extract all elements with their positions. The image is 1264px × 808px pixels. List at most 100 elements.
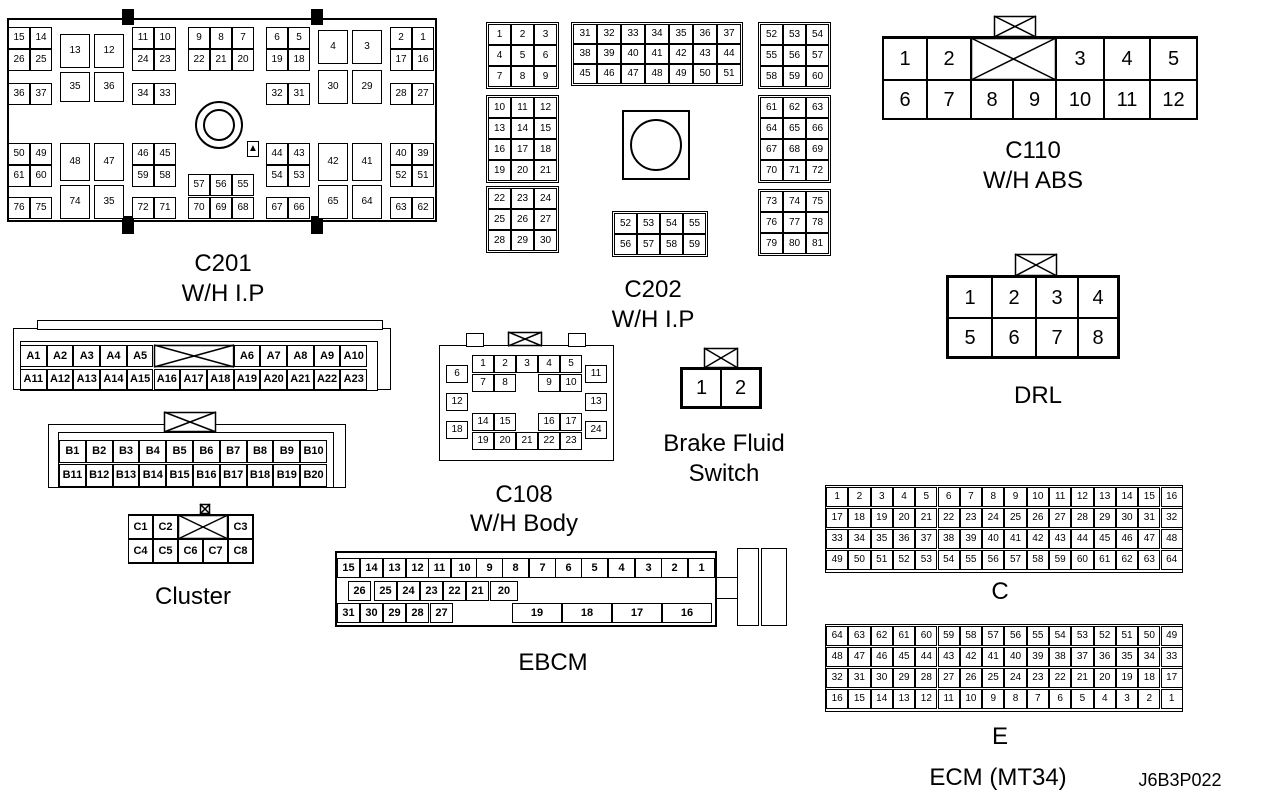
c201-pin: 41	[352, 143, 382, 181]
c110-pin: 6	[883, 80, 927, 119]
c201-pin: 17	[390, 49, 412, 71]
c201-pin: 48	[60, 143, 90, 181]
c201-pin: 47	[94, 143, 124, 181]
c201-pin: 26	[8, 49, 30, 71]
ecm-c-pin: 10	[1026, 487, 1049, 507]
ecm-e-pin: 33	[1160, 647, 1183, 667]
c202-pin: 73	[760, 191, 783, 212]
c202-pin: 34	[645, 24, 669, 44]
c201-pin: 20	[232, 49, 254, 71]
c201-pin: 6	[266, 27, 288, 49]
ecm-e-pin: 20	[1093, 668, 1116, 688]
c202-pin: 61	[760, 97, 783, 118]
c202-pin: 74	[783, 191, 806, 212]
c202-pin: 66	[806, 118, 829, 139]
ecm-e-pin: 3	[1115, 689, 1139, 709]
c108-latch-icon	[507, 331, 543, 347]
c202-pin: 19	[488, 160, 511, 181]
c202-pin: 53	[637, 213, 660, 234]
c110-pin: 8	[971, 80, 1013, 119]
cluster-a-pin: A20	[260, 369, 287, 390]
cluster-b-pin: B15	[166, 464, 193, 487]
c202-pin: 75	[806, 191, 829, 212]
c201-pin: 9	[188, 27, 210, 49]
ecm-e-pin: 58	[959, 626, 983, 646]
ecm-c-pin: 59	[1049, 550, 1072, 570]
ecm-c-pin: 15	[1138, 487, 1161, 507]
c201-arrow-icon: ▲	[247, 141, 259, 157]
c201-pin: 46	[132, 143, 154, 165]
c202-pin: 57	[637, 234, 660, 255]
c110-pin: 9	[1013, 80, 1056, 119]
c202-pin: 17	[511, 139, 534, 160]
c202-pin: 55	[683, 213, 706, 234]
ecm-c-pin: 20	[892, 508, 916, 528]
c202-pin: 47	[621, 64, 645, 84]
c202-pin: 79	[760, 233, 783, 254]
c108-pin: 13	[585, 393, 607, 411]
c108-pin: 18	[446, 421, 468, 439]
c202-pin: 70	[760, 160, 783, 181]
c202-pin: 53	[783, 24, 806, 45]
ebcm-pin: 30	[360, 603, 383, 623]
cluster-b-pin: B2	[85, 440, 113, 463]
ecm-c-pin: 12	[1071, 487, 1094, 507]
c108-subtitle: W/H Body	[469, 510, 579, 537]
ecm-e-pin: 26	[959, 668, 983, 688]
c202-pin: 64	[760, 118, 783, 139]
cluster-b-pin: B16	[193, 464, 220, 487]
c202-pin: 69	[806, 139, 829, 160]
c202-pin: 1	[488, 24, 511, 45]
ebcm-pin: 8	[502, 558, 529, 578]
c110-latch-icon	[993, 15, 1037, 38]
ebcm-pin: 7	[529, 558, 556, 578]
ecm-e-pin: 24	[1004, 668, 1027, 688]
c202-pin: 26	[511, 209, 534, 230]
ecm-c-pin: 62	[1115, 550, 1139, 570]
ecm-c-pin: 13	[1093, 487, 1116, 507]
ecm-e-pin: 10	[959, 689, 983, 709]
cluster-b-pin: B9	[273, 440, 301, 463]
cluster-b-pin: B4	[139, 440, 167, 463]
ecm-e-pin: 34	[1138, 647, 1161, 667]
ecm-e-pin: 35	[1115, 647, 1139, 667]
c201-pin: 12	[94, 34, 124, 68]
cluster-c-pin: C4	[128, 539, 153, 563]
ebcm-ear	[761, 548, 787, 626]
ecm-e-pin: 5	[1071, 689, 1094, 709]
c201-pin: 23	[154, 49, 176, 71]
c201-subtitle: W/H I.P	[181, 280, 265, 307]
ecm-c-pin: 1	[826, 487, 849, 507]
ebcm-ear	[737, 548, 759, 626]
c201-pin: 36	[8, 83, 30, 105]
c202-pin: 55	[760, 45, 783, 66]
ecm-e-pin: 53	[1071, 626, 1094, 646]
c202-pin: 72	[806, 160, 829, 181]
c202-pin: 81	[806, 233, 829, 254]
c202-pin: 63	[806, 97, 829, 118]
c110-pin: 12	[1150, 80, 1197, 119]
cluster-a-pin: A6	[233, 345, 261, 367]
c108-pin: 15	[494, 413, 516, 431]
c201-tab	[122, 216, 134, 234]
c201-pin: 42	[318, 143, 348, 181]
cluster-a-pin: A13	[73, 369, 101, 390]
drl-pin: 1	[948, 277, 992, 318]
c202-pin: 24	[534, 188, 557, 209]
ecm-c-pin: 21	[915, 508, 938, 528]
c108-pin: 19	[472, 432, 494, 450]
ecm-e-pin: 31	[848, 668, 871, 688]
c202-pin: 54	[806, 24, 829, 45]
ecm-c-pin: 33	[826, 529, 849, 549]
cluster-a-pin: A7	[260, 345, 287, 367]
ecm-e-label: E	[991, 723, 1008, 750]
drl-pin: 2	[992, 277, 1036, 318]
ecm-e-pin: 36	[1093, 647, 1116, 667]
ebcm-pin: 9	[476, 558, 503, 578]
c202-pin: 40	[621, 44, 645, 64]
c201-pin: 72	[132, 197, 154, 219]
c201-pin: 8	[210, 27, 232, 49]
ebcm-pin: 10	[451, 558, 478, 578]
c201-pin: 49	[30, 143, 52, 165]
ecm-e-pin: 19	[1115, 668, 1139, 688]
